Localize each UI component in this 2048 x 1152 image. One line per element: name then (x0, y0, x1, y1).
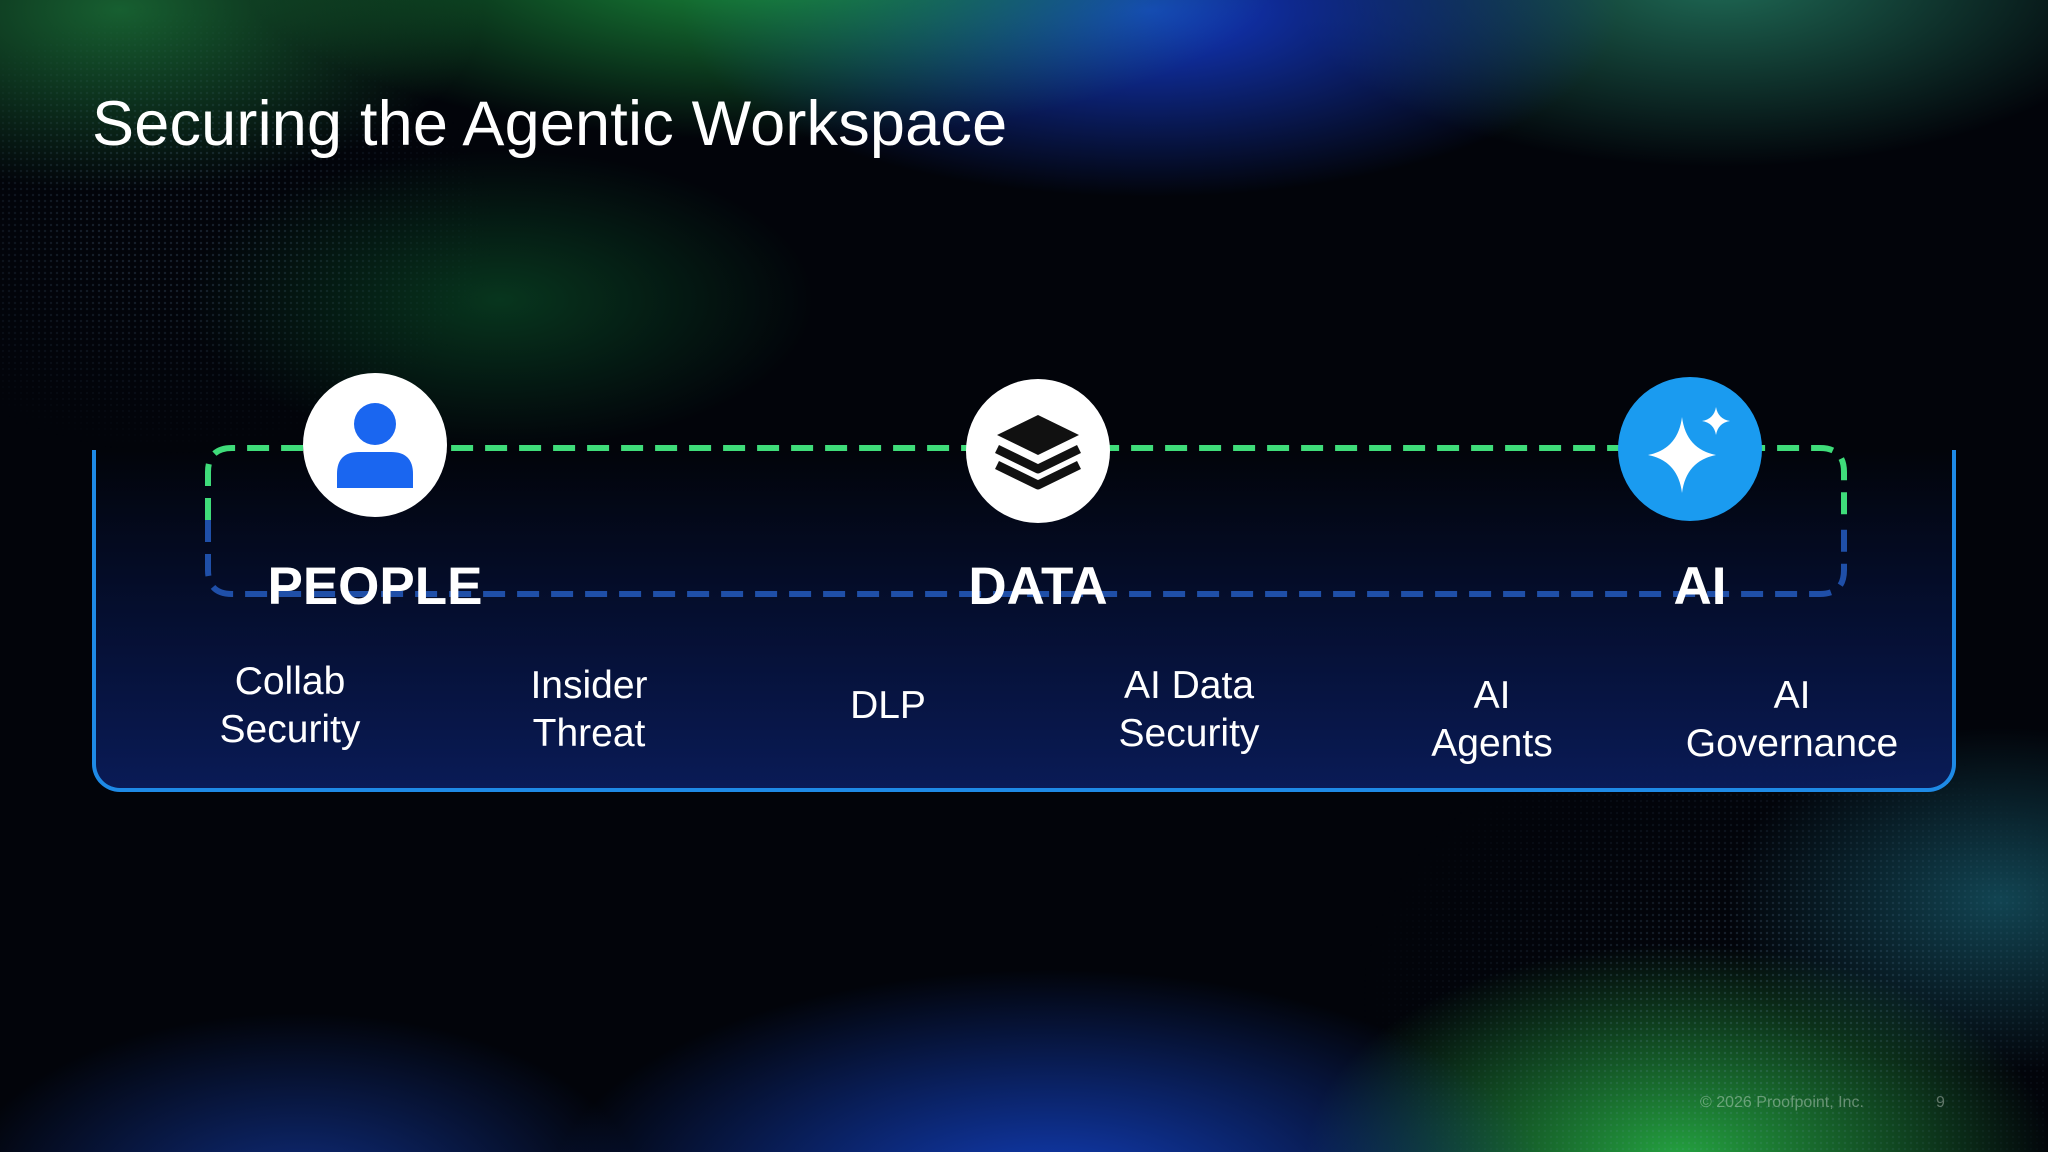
item-line-2: Security (219, 708, 361, 751)
capability-item-insider-threat: Insider Threat (459, 662, 719, 758)
item-line-2: Agents (1431, 722, 1553, 765)
footer-page-number: 9 (1936, 1094, 1945, 1111)
slide-title: Securing the Agentic Workspace (92, 89, 1008, 159)
item-line-1: AI Data (1123, 664, 1255, 707)
footer-copyright: © 2026 Proofpoint, Inc. (1700, 1094, 1864, 1111)
item-line-2: Threat (532, 712, 646, 755)
sparkle-icon (1648, 407, 1730, 493)
stacked-layers-icon (995, 415, 1081, 490)
people-node (303, 373, 447, 517)
ai-node (1618, 377, 1762, 521)
person-icon (337, 403, 413, 488)
data-node (966, 379, 1110, 523)
pillar-label-people: PEOPLE (267, 557, 483, 616)
capability-item-ai-governance: AI Governance (1662, 672, 1922, 768)
item-line-1: Insider (530, 664, 648, 707)
item-line-1: DLP (850, 684, 926, 727)
capability-item-collab-security: Collab Security (160, 658, 420, 754)
capability-item-dlp: DLP (758, 682, 1018, 730)
pillar-label-data: DATA (968, 557, 1108, 616)
pillar-label-ai: AI (1673, 557, 1727, 616)
item-line-1: AI (1473, 674, 1511, 717)
item-line-2: Security (1118, 712, 1260, 755)
capability-item-ai-agents: AI Agents (1362, 672, 1622, 768)
capability-item-ai-data-security: AI Data Security (1059, 662, 1319, 758)
item-line-2: Governance (1685, 722, 1899, 765)
item-line-1: Collab (234, 660, 346, 703)
item-line-1: AI (1773, 674, 1811, 717)
